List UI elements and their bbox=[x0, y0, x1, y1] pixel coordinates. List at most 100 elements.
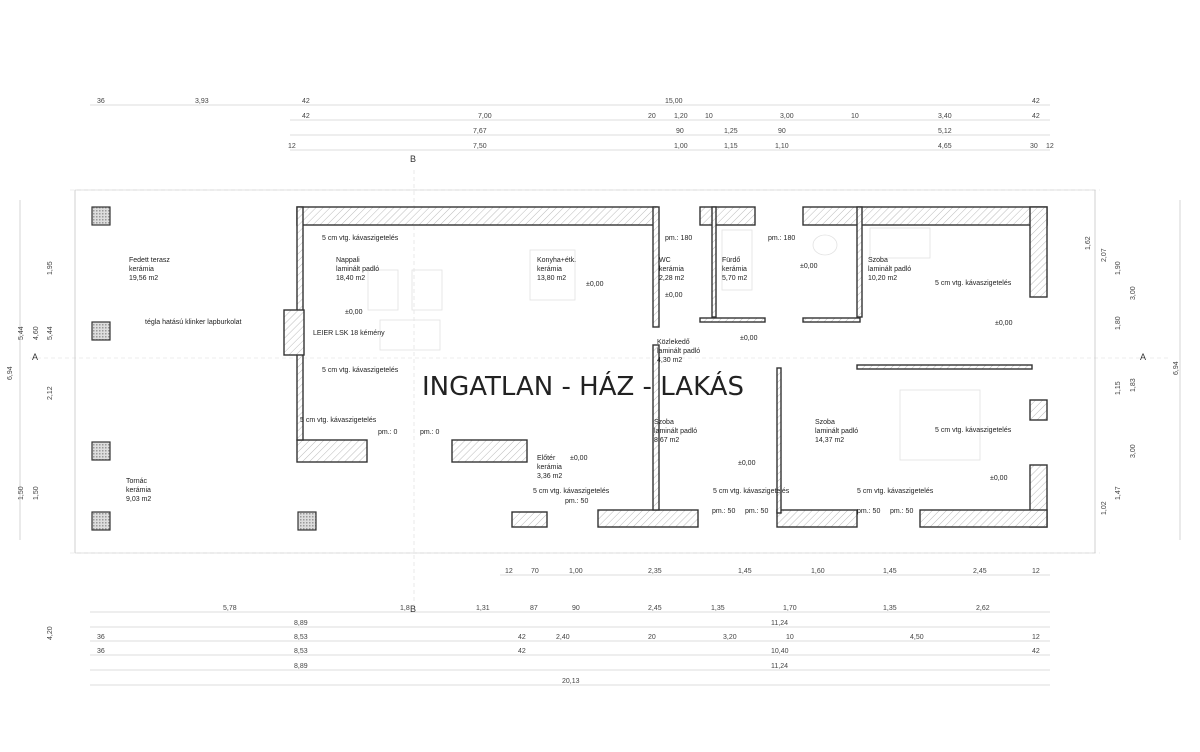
dimension: 1,00 bbox=[674, 143, 688, 150]
dimension: 42 bbox=[1032, 648, 1040, 655]
dimension: 42 bbox=[1032, 98, 1040, 105]
dimension: 7,00 bbox=[478, 113, 492, 120]
dimension: 1,45 bbox=[738, 568, 752, 575]
dimension: 1,02 bbox=[1101, 501, 1108, 515]
dimension: 90 bbox=[778, 128, 786, 135]
dimension: 5,44 bbox=[18, 326, 25, 340]
room-area: 18,40 m2 bbox=[336, 275, 365, 282]
dimension: 1,62 bbox=[1085, 236, 1092, 250]
dimension: 1,83 bbox=[1130, 378, 1137, 392]
dimensions-left: 5,44 4,60 5,44 6,94 1,95 2,12 1,50 1,50 … bbox=[7, 261, 54, 640]
room-name: Közlekedő bbox=[657, 339, 690, 346]
dimension: 3,00 bbox=[1130, 444, 1137, 458]
dimensions-right: 1,62 2,07 1,90 3,00 1,80 1,83 1,15 3,00 … bbox=[1085, 236, 1180, 515]
room-area: 19,56 m2 bbox=[129, 275, 158, 282]
room-area: 13,80 m2 bbox=[537, 275, 566, 282]
dimension: 1,45 bbox=[883, 568, 897, 575]
dimension: 1,25 bbox=[724, 128, 738, 135]
dimensions-bottom: 12 70 1,00 2,35 1,45 1,60 1,45 2,45 12 5… bbox=[97, 568, 1040, 685]
dimension: 8,53 bbox=[294, 634, 308, 641]
level-mark: ±0,00 bbox=[570, 455, 588, 462]
dimension: 7,50 bbox=[473, 143, 487, 150]
level-mark: ±0,00 bbox=[345, 309, 363, 316]
dimension: 1,10 bbox=[775, 143, 789, 150]
dimension: 5,78 bbox=[223, 605, 237, 612]
section-mark-a-right: A bbox=[1140, 352, 1146, 362]
dimension: 1,35 bbox=[711, 605, 725, 612]
dimension: 1,90 bbox=[1115, 261, 1122, 275]
dimension: 8,89 bbox=[294, 620, 308, 627]
dimension: 12 bbox=[1046, 143, 1054, 150]
room-floor: laminált padló bbox=[868, 266, 911, 273]
room-name: Előtér bbox=[537, 455, 556, 462]
dimension: 10 bbox=[786, 634, 794, 641]
section-mark-b-top: B bbox=[410, 154, 416, 164]
level-mark: ±0,00 bbox=[990, 475, 1008, 482]
insulation-note: 5 cm vtg. kávaszigetelés bbox=[935, 427, 1012, 434]
dimension: 1,8 bbox=[400, 605, 410, 612]
dimension: 4,60 bbox=[33, 326, 40, 340]
dimension: 11,24 bbox=[771, 663, 788, 670]
dimension: 20,13 bbox=[562, 678, 580, 685]
dimension: 15,00 bbox=[665, 98, 683, 105]
dimension: 1,20 bbox=[674, 113, 688, 120]
dimension: 1,15 bbox=[1115, 381, 1122, 395]
dimension: 42 bbox=[518, 648, 526, 655]
dimension: 3,40 bbox=[938, 113, 952, 120]
dimension: 12 bbox=[288, 143, 296, 150]
room-area: 8,67 m2 bbox=[654, 437, 679, 444]
dimension: 4,50 bbox=[910, 634, 924, 641]
dimension: 3,20 bbox=[723, 634, 737, 641]
sill-height: pm.: 0 bbox=[378, 429, 398, 436]
sill-height: pm.: 0 bbox=[420, 429, 440, 436]
dimension: 2,62 bbox=[976, 605, 990, 612]
dimension: 3,00 bbox=[1130, 286, 1137, 300]
room-area: 5,70 m2 bbox=[722, 275, 747, 282]
sill-height: pm.: 180 bbox=[665, 235, 692, 242]
level-mark: ±0,00 bbox=[586, 281, 604, 288]
room-floor: laminált padló bbox=[336, 266, 379, 273]
dimension: 42 bbox=[302, 98, 310, 105]
level-mark: ±0,00 bbox=[740, 335, 758, 342]
room-floor: kerámia bbox=[659, 266, 684, 273]
exterior-outline bbox=[74, 189, 1096, 554]
cladding-note: tégla hatású klinker lapburkolat bbox=[145, 319, 242, 326]
dimension: 6,94 bbox=[1173, 361, 1180, 375]
section-mark-a-left: A bbox=[32, 352, 38, 362]
dimension: 1,31 bbox=[476, 605, 490, 612]
dimension: 12 bbox=[505, 568, 513, 575]
room-floor: kerámia bbox=[126, 487, 151, 494]
room-floor: kerámia bbox=[537, 266, 562, 273]
dimension: 3,00 bbox=[780, 113, 794, 120]
sill-height: pm.: 50 bbox=[890, 508, 913, 515]
room-name: Szoba bbox=[868, 257, 888, 264]
room-name: WC bbox=[659, 257, 671, 264]
dimension: 11,24 bbox=[771, 620, 788, 627]
insulation-note: 5 cm vtg. kávaszigetelés bbox=[533, 488, 610, 495]
dimension: 1,00 bbox=[569, 568, 583, 575]
room-name: Nappali bbox=[336, 257, 360, 264]
insulation-note: 5 cm vtg. kávaszigetelés bbox=[713, 488, 790, 495]
dimension: 6,94 bbox=[7, 366, 14, 380]
room-area: 9,03 m2 bbox=[126, 496, 151, 503]
dimensions-top: 36 3,93 42 15,00 42 42 7,00 20 1,20 10 3… bbox=[97, 98, 1054, 150]
dimension: 2,45 bbox=[973, 568, 987, 575]
dimension: 36 bbox=[97, 648, 105, 655]
level-mark: ±0,00 bbox=[738, 460, 756, 467]
room-name: Szoba bbox=[654, 419, 674, 426]
sill-height: pm.: 50 bbox=[565, 498, 588, 505]
room-nappali: Nappali laminált padló 18,40 m2 bbox=[336, 257, 379, 282]
dimension: 8,89 bbox=[294, 663, 308, 670]
insulation-note: 5 cm vtg. kávaszigetelés bbox=[935, 280, 1012, 287]
room-floor: kerámia bbox=[129, 266, 154, 273]
insulation-note: 5 cm vtg. kávaszigetelés bbox=[300, 417, 377, 424]
dimension: 42 bbox=[518, 634, 526, 641]
insulation-note: 5 cm vtg. kávaszigetelés bbox=[322, 367, 399, 374]
dimension: 1,15 bbox=[724, 143, 738, 150]
columns bbox=[91, 206, 317, 531]
dimension: 1,50 bbox=[33, 486, 40, 500]
